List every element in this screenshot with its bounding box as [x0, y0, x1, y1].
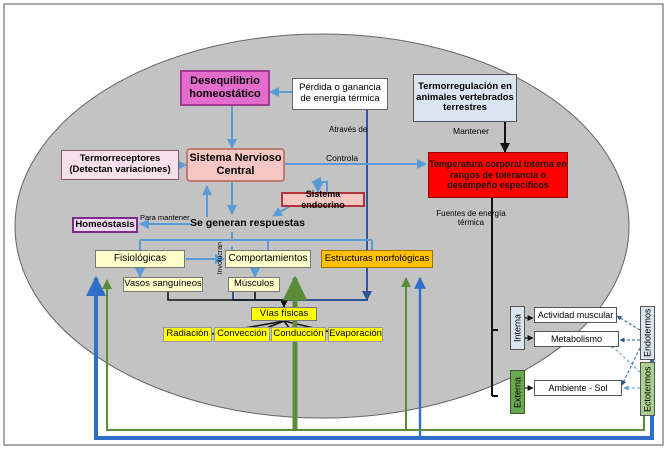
label-controla: Controla [326, 153, 359, 163]
endo-to-actividad [616, 315, 641, 331]
radiacion-node: Radiación [163, 327, 212, 342]
label-fuentes: Fuentes de energía térmica [436, 209, 506, 228]
label-atraves-de: Através de [329, 125, 368, 134]
ambiente-node: Ambiente - Sol [534, 380, 622, 396]
feedback-green-thin [102, 279, 645, 431]
background-ellipse [14, 33, 630, 419]
estructuras-node: Estructuras morfológicas [321, 250, 433, 268]
vias-node: Vías físicas [251, 307, 317, 321]
endocrino-node: Sistema endocrino [281, 189, 365, 210]
externa-node: Externa [510, 370, 525, 414]
arrow-to-vias [167, 292, 288, 308]
metabolismo-node: Metabolismo [534, 331, 619, 347]
desequilibrio-node: Desequilibrio homeostático [180, 70, 270, 106]
arrow-endocrino-to-respuestas [272, 205, 291, 217]
label-mantener: Mantener [453, 126, 489, 136]
temperatura-node: Temperatura corporal interna en rangos d… [428, 152, 568, 198]
interna-node: Interna [510, 306, 525, 350]
fuentes-line [491, 198, 498, 397]
homeostasis-node: Homeóstasis [72, 217, 138, 233]
fisiologicas-node: Fisiológicas [95, 250, 185, 268]
outer-frame [3, 3, 664, 446]
branch-respuestas [139, 232, 373, 250]
conduccion-node: Conducción [271, 327, 326, 342]
actividad-node: Actividad muscular [534, 307, 617, 323]
termorreceptores-node: Termorreceptores (Detectan variaciones) [61, 150, 179, 180]
label-para-mantener: Para mantener [140, 213, 190, 222]
arrow-endocrino-loop [311, 177, 328, 192]
vasos-node: Vasos sanguíneos [123, 277, 203, 292]
endo-to-ambiente [621, 347, 641, 386]
endotermos-node: Endotermos [640, 306, 655, 360]
ecto-to-metabolismo [609, 343, 641, 373]
comportamientos-node: Comportamientos [225, 250, 311, 268]
respuestas-label: Se generan respuestas [190, 217, 305, 229]
snc-node: Sistema Nervioso Central [186, 148, 285, 182]
label-involucran: Involucran [217, 242, 224, 275]
evaporacion-node: Evaporación [328, 327, 383, 342]
conveccion-node: Convección [214, 327, 270, 342]
termorregulacion-node: Termorregulación en animales vertebrados… [413, 74, 517, 122]
musculos-node: Músculos [228, 277, 280, 292]
perdida-node: Pérdida o ganancia de energía térmica [292, 78, 388, 110]
ectotermos-node: Ectotermos [640, 362, 655, 416]
